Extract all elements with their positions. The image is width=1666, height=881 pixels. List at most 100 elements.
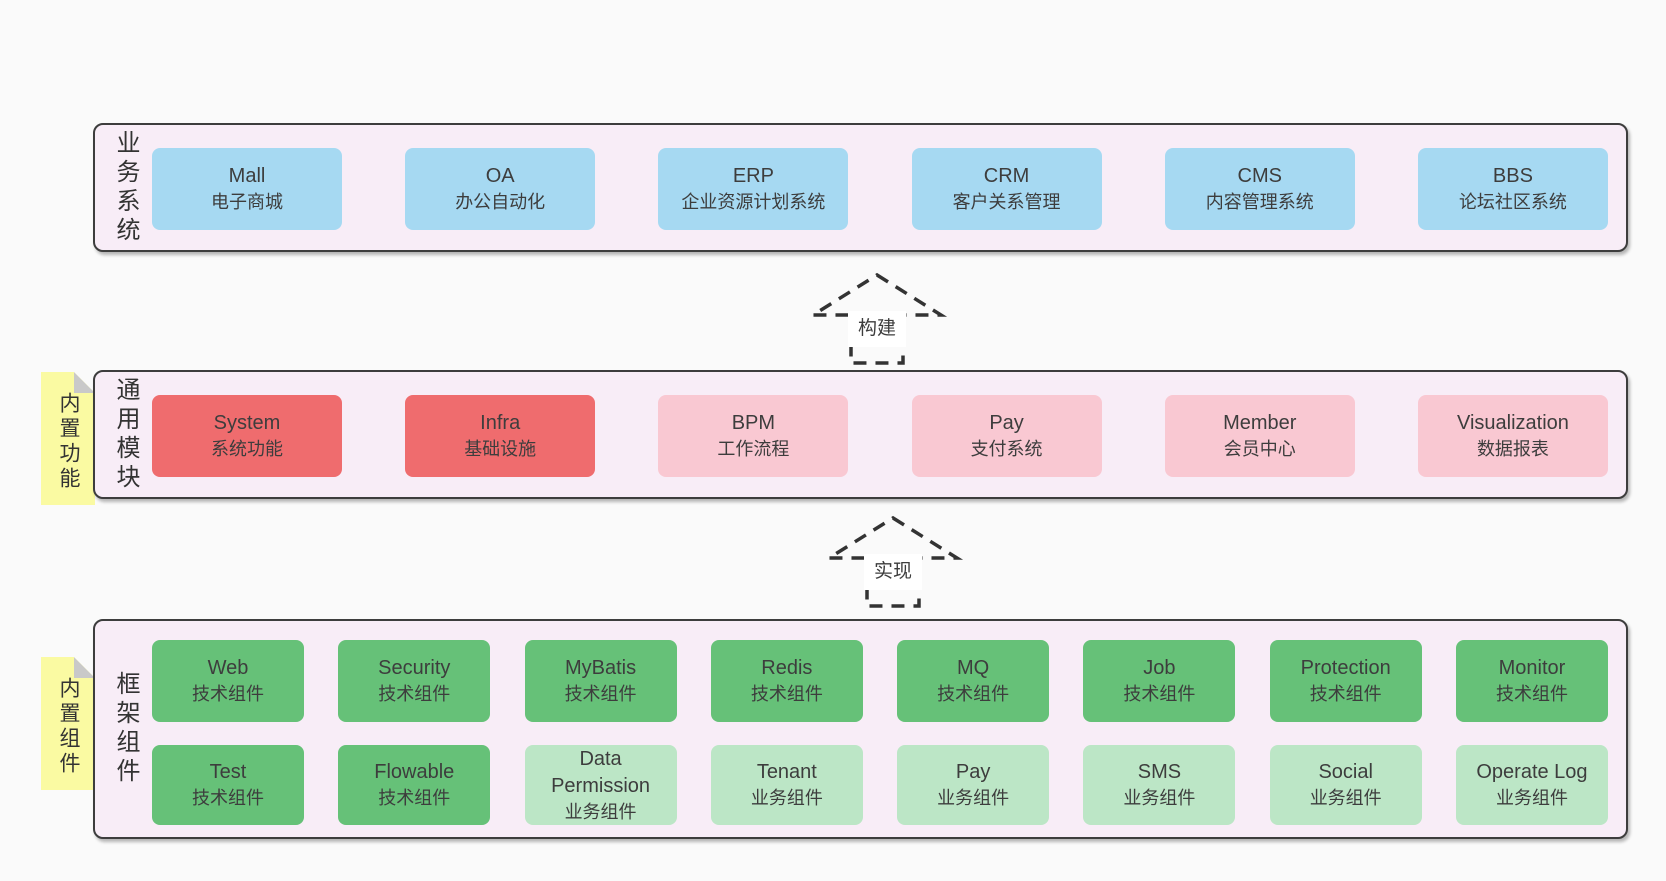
box-subtitle: 业务组件 [750, 788, 823, 808]
section-common-modules: 通用模块 System 系统功能 Infra 基础设施 BPM 工作流程 Pay 支付系统 Me… [93, 370, 1628, 499]
box-title: BBS [1492, 165, 1533, 187]
box-visualization: Visualization 数据报表 [1417, 395, 1608, 477]
box-row: System 系统功能 Infra 基础设施 BPM 工作流程 Pay 支付系统 Member 会… [152, 395, 1608, 477]
box-subtitle: 数据报表 [1476, 439, 1549, 459]
box-web: Web 技术组件 [152, 640, 304, 722]
box-subtitle: 办公自动化 [455, 192, 546, 212]
box-monitor: Monitor 技术组件 [1455, 640, 1608, 722]
box-title: SMS [1137, 761, 1182, 783]
box-title: CMS [1237, 165, 1282, 187]
box-protection: Protection 技术组件 [1269, 640, 1422, 722]
box-title: MyBatis [565, 657, 637, 679]
section-label: 通用模块 [112, 376, 139, 493]
box-data-permission: Data Permission 业务组件 [524, 745, 677, 825]
box-title: ERP [732, 165, 774, 187]
box-cms: CMS 内容管理系统 [1164, 148, 1355, 230]
box-title: Data Permission [551, 747, 651, 797]
box-subtitle: 业务组件 [1495, 788, 1568, 808]
box-subtitle: 技术组件 [192, 684, 264, 704]
box-subtitle: 技术组件 [378, 788, 451, 808]
box-security: Security 技术组件 [338, 640, 491, 722]
box-title: CRM [983, 165, 1030, 187]
box-subtitle: 技术组件 [1495, 684, 1568, 704]
box-subtitle: 内容管理系统 [1205, 192, 1314, 212]
box-title: Security [378, 657, 451, 679]
box-title: Protection [1300, 657, 1391, 679]
box-subtitle: 工作流程 [717, 439, 790, 459]
box-title: Social [1318, 761, 1373, 783]
arrow-build: 构建 [806, 272, 948, 365]
box-infra: Infra 基础设施 [405, 395, 596, 477]
box-subtitle: 技术组件 [192, 788, 264, 808]
box-title: Tenant [756, 761, 817, 783]
box-subtitle: 技术组件 [937, 684, 1010, 704]
box-subtitle: 技术组件 [1309, 684, 1382, 704]
section-label: 框架组件 [112, 671, 139, 787]
box-subtitle: 会员中心 [1223, 439, 1296, 459]
box-subtitle: 基础设施 [464, 439, 537, 459]
section-label: 业务系统 [112, 129, 139, 246]
box-bpm: BPM 工作流程 [658, 395, 849, 477]
box-subtitle: 支付系统 [970, 439, 1043, 459]
box-subtitle: 技术组件 [750, 684, 823, 704]
box-operate-log: Operate Log 业务组件 [1455, 745, 1608, 825]
box-test: Test 技术组件 [152, 745, 304, 825]
box-subtitle: 电子商城 [211, 192, 283, 212]
box-system: System 系统功能 [152, 395, 342, 477]
box-tenant: Tenant 业务组件 [710, 745, 863, 825]
box-subtitle: 客户关系管理 [952, 192, 1061, 212]
box-subtitle: 业务组件 [564, 801, 637, 822]
box-subtitle: 企业资源计划系统 [681, 192, 826, 212]
box-title: Member [1223, 412, 1297, 434]
box-title: Monitor [1498, 657, 1566, 679]
box-title: System [213, 412, 281, 434]
box-title: Test [209, 761, 247, 783]
box-title: OA [485, 165, 515, 187]
box-oa: OA 办公自动化 [405, 148, 596, 230]
box-title: Flowable [374, 761, 455, 783]
box-flowable: Flowable 技术组件 [338, 745, 491, 825]
arrow-implement: 实现 [822, 515, 964, 608]
box-title: Visualization [1456, 412, 1569, 434]
box-subtitle: 业务组件 [1309, 788, 1382, 808]
box-title: Operate Log [1476, 761, 1588, 783]
box-mq: MQ 技术组件 [897, 640, 1050, 722]
box-pay: Pay 支付系统 [911, 395, 1102, 477]
box-title: Web [207, 657, 249, 679]
section-business-systems: 业务系统 Mall 电子商城 OA 办公自动化 ERP 企业资源计划系统 CRM 客户关系管理… [93, 123, 1628, 252]
box-bbs: BBS 论坛社区系统 [1417, 148, 1608, 230]
arrow-label: 构建 [858, 317, 896, 339]
box-pay: Pay 业务组件 [897, 745, 1050, 825]
box-subtitle: 技术组件 [378, 684, 451, 704]
box-title: Infra [480, 412, 521, 434]
box-title: Job [1143, 657, 1176, 679]
box-subtitle: 论坛社区系统 [1458, 192, 1567, 212]
box-subtitle: 技术组件 [1123, 684, 1196, 704]
box-social: Social 业务组件 [1269, 745, 1422, 825]
box-subtitle: 业务组件 [1123, 788, 1196, 808]
arrow-label-backdrop [848, 311, 906, 347]
box-erp: ERP 企业资源计划系统 [658, 148, 849, 230]
box-subtitle: 业务组件 [937, 788, 1010, 808]
box-subtitle: 系统功能 [211, 439, 283, 459]
box-title: BPM [731, 412, 776, 434]
box-title: Pay [955, 761, 991, 783]
arrow-label: 实现 [874, 560, 912, 582]
box-job: Job 技术组件 [1083, 640, 1236, 722]
box-title: Pay [989, 412, 1024, 434]
sticky-note-built-in-features: 内置功能 [41, 372, 95, 505]
sticky-note-built-in-components: 内置组件 [41, 657, 95, 790]
sticky-note-label: 内置组件 [57, 677, 80, 778]
box-title: MQ [957, 657, 990, 679]
box-mybatis: MyBatis 技术组件 [524, 640, 677, 722]
box-title: Mall [228, 165, 266, 187]
box-subtitle: 技术组件 [564, 684, 637, 704]
box-crm: CRM 客户关系管理 [911, 148, 1102, 230]
box-row: Mall 电子商城 OA 办公自动化 ERP 企业资源计划系统 CRM 客户关系管理 CMS 内容… [152, 148, 1608, 230]
box-mall: Mall 电子商城 [152, 148, 342, 230]
folded-corner [74, 372, 95, 393]
